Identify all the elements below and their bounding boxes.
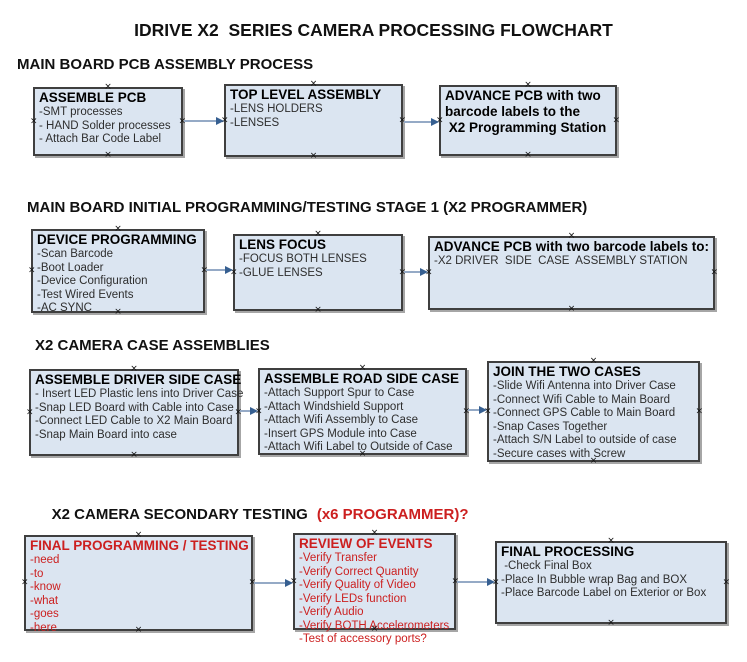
box-title: TOP LEVEL ASSEMBLY — [230, 87, 382, 102]
anchor-mark-icon: × — [524, 150, 532, 160]
heading-black-part: X2 CAMERA SECONDARY TESTING — [51, 506, 308, 523]
anchor-mark-icon: × — [567, 304, 576, 314]
box-body: -need -to -know -what -goes -here — [30, 554, 61, 634]
section-heading-initial-programming: MAIN BOARD INITIAL PROGRAMMING/TESTING S… — [27, 199, 588, 216]
box-title: ADVANCE PCB with two barcode labels to: — [434, 239, 710, 254]
anchor-mark-icon: × — [710, 267, 718, 278]
connector-arrow — [404, 117, 439, 126]
arrow-head-icon — [479, 405, 487, 414]
arrow-head-icon — [250, 406, 258, 415]
connector-arrow — [404, 267, 428, 276]
box-title: ASSEMBLE PCB — [39, 90, 147, 105]
anchor-mark-icon: × — [130, 450, 138, 460]
box-title: FINAL PROCESSING — [501, 544, 635, 559]
box-lens-focus: LENS FOCUS -FOCUS BOTH LENSES -GLUE LENS… — [230, 230, 406, 315]
flowchart-title: IDRIVE X2 SERIES CAMERA PROCESSING FLOWC… — [134, 20, 613, 40]
arrow-line — [404, 120, 431, 123]
box-body: -Check Final Box -Place In Bubble wrap B… — [501, 560, 707, 599]
anchor-mark-icon: × — [607, 618, 615, 628]
connector-arrow — [240, 406, 258, 415]
box-body: -SMT processes - HAND Solder processes -… — [39, 106, 171, 145]
arrow-line — [184, 119, 216, 122]
box-final-programming-testing: FINAL PROGRAMMING / TESTING -need -to -k… — [21, 531, 256, 635]
box-body: -Slide Wifi Antenna into Driver Case -Co… — [493, 380, 677, 460]
box-body: -X2 DRIVER SIDE CASE ASSEMBLY STATION — [434, 255, 688, 267]
box-title: LENS FOCUS — [239, 237, 327, 252]
arrow-head-icon — [420, 267, 428, 276]
connector-arrow — [468, 405, 487, 414]
arrow-head-icon — [216, 116, 224, 125]
box-top-level-assembly: TOP LEVEL ASSEMBLY -LENS HOLDERS -LENSES… — [221, 80, 406, 161]
arrow-line — [240, 409, 250, 412]
box-body: -Attach Support Spur to Case -Attach Win… — [264, 387, 453, 453]
anchor-mark-icon: × — [722, 577, 730, 587]
arrow-head-icon — [431, 117, 439, 126]
box-device-programming: DEVICE PROGRAMMING -Scan Barcode -Boot L… — [28, 225, 208, 317]
anchor-mark-icon: × — [28, 265, 36, 276]
section-heading-case-assemblies: X2 CAMERA CASE ASSEMBLIES — [35, 337, 270, 354]
box-body: -LENS HOLDERS -LENSES — [230, 103, 323, 129]
anchor-mark-icon: × — [309, 151, 318, 161]
box-title: ASSEMBLE DRIVER SIDE CASE — [35, 372, 242, 387]
arrow-line — [468, 408, 479, 411]
anchor-mark-icon: × — [30, 116, 38, 126]
box-assemble-pcb: ASSEMBLE PCB -SMT processes - HAND Solde… — [30, 83, 186, 160]
anchor-mark-icon: × — [21, 577, 29, 588]
box-advance-pcb-programming-station: ADVANCE PCB with two barcode labels to t… — [436, 81, 620, 160]
box-assemble-road-side-case: ASSEMBLE ROAD SIDE CASE -Attach Support … — [255, 364, 470, 459]
box-title: ASSEMBLE ROAD SIDE CASE — [264, 371, 460, 386]
connector-arrow — [206, 265, 233, 274]
anchor-mark-icon: × — [26, 407, 34, 417]
arrow-line — [206, 268, 225, 271]
arrow-line — [254, 581, 285, 584]
box-assemble-driver-side-case: ASSEMBLE DRIVER SIDE CASE - Insert LED P… — [26, 365, 244, 460]
arrow-head-icon — [285, 578, 293, 587]
connector-arrow — [457, 577, 495, 586]
section-heading-secondary-testing: X2 CAMERA SECONDARY TESTING (x6 PROGRAMME… — [35, 489, 469, 540]
box-title: ADVANCE PCB with two barcode labels to t… — [445, 88, 607, 135]
box-advance-pcb-driver-side-case: ADVANCE PCB with two barcode labels to: … — [425, 232, 718, 314]
box-body: -Verify Transfer -Verify Correct Quantit… — [299, 552, 450, 645]
box-final-processing: FINAL PROCESSING -Check Final Box -Place… — [492, 537, 730, 628]
connector-arrow — [254, 578, 293, 587]
box-review-of-events: REVIEW OF EVENTS -Verify Transfer -Verif… — [290, 529, 459, 646]
anchor-mark-icon: × — [612, 115, 620, 125]
section-heading-pcb-assembly: MAIN BOARD PCB ASSEMBLY PROCESS — [17, 56, 314, 73]
anchor-mark-icon: × — [695, 406, 703, 416]
arrow-head-icon — [487, 577, 495, 586]
anchor-mark-icon: × — [314, 305, 322, 315]
box-title: REVIEW OF EVENTS — [299, 536, 433, 551]
connector-arrow — [184, 116, 224, 125]
box-body: -FOCUS BOTH LENSES -GLUE LENSES — [239, 253, 367, 279]
anchor-mark-icon: × — [104, 150, 112, 160]
box-title: DEVICE PROGRAMMING — [37, 232, 197, 247]
arrow-line — [457, 580, 487, 583]
box-body: -Scan Barcode -Boot Loader -Device Confi… — [37, 248, 148, 314]
box-body: - Insert LED Plastic lens into Driver Ca… — [35, 388, 244, 441]
box-title: JOIN THE TWO CASES — [493, 364, 641, 379]
arrow-head-icon — [225, 265, 233, 274]
box-join-the-two-cases: JOIN THE TWO CASES -Slide Wifi Antenna i… — [484, 357, 703, 466]
arrow-line — [404, 270, 420, 273]
box-title: FINAL PROGRAMMING / TESTING — [30, 538, 249, 553]
heading-red-part: (x6 PROGRAMMER)? — [316, 506, 469, 523]
